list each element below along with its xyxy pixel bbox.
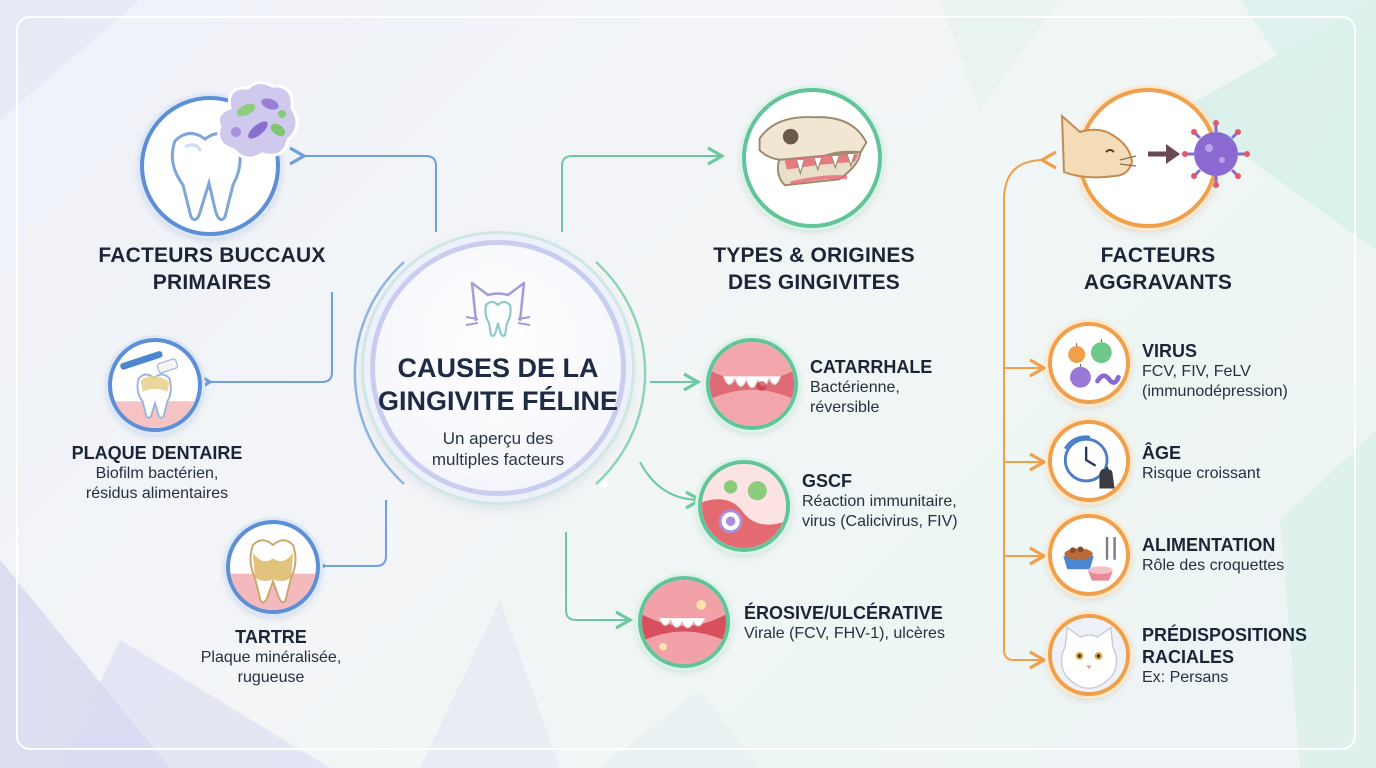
toothbrush-tooth-icon: [112, 351, 198, 428]
tartre-circle: [226, 520, 320, 614]
tartar-tooth-icon: [230, 539, 316, 610]
tartre-label: TARTRE Plaque minéralisée, rugueuse: [200, 627, 342, 686]
erosive-circle: [638, 576, 730, 668]
content-frame: [16, 16, 1356, 750]
age-circle: [1048, 420, 1130, 502]
center-hub: [370, 240, 626, 496]
gscf-label: GSCF Réaction immunitaire, virus (Calici…: [802, 471, 958, 530]
cat-skull-gums-icon: [758, 116, 868, 187]
immune-cells-icon: [702, 464, 786, 548]
tooth-with-bacteria-icon: [170, 132, 242, 222]
gscf-circle: [698, 460, 790, 552]
virus-circle: [1048, 322, 1130, 404]
virus-label: VIRUS FCV, FIV, FeLV (immunodépression): [1142, 341, 1288, 400]
catarrhale-label: CATARRHALE Bactérienne, réversible: [810, 357, 933, 416]
food-bowls-icon: [1063, 536, 1116, 581]
ulcerated-gums-icon: [642, 580, 726, 664]
oral-factors-heading: FACTEURS BUCCAUX PRIMAIRES: [98, 244, 326, 294]
center-text: CAUSES DE LA GINGIVITE FÉLINE Un aperçu …: [374, 352, 622, 470]
cat-tooth-icon: [465, 281, 531, 337]
alimentation-circle: [1048, 514, 1130, 596]
race-label: PRÉDISPOSITIONS RACIALES Ex: Persans: [1142, 625, 1308, 686]
center-title: CAUSES DE LA GINGIVITE FÉLINE: [377, 353, 619, 416]
middle-connectors: [561, 146, 726, 630]
cat-virus-icon: [1060, 113, 1250, 188]
plaque-label: PLAQUE DENTAIRE Biofilm bactérien, résid…: [71, 443, 243, 502]
right-connectors: [1003, 150, 1057, 670]
gingivitis-types-circle: [742, 88, 882, 228]
catarrhale-circle: [706, 338, 798, 430]
center-subtitle: Un aperçu des multiples facteurs: [431, 429, 565, 469]
erosive-label: ÉROSIVE/ULCÉRATIVE Virale (FCV, FHV-1), …: [744, 603, 945, 642]
bacteria-cloud-icon: [216, 81, 299, 160]
aggravating-factors-heading: FACTEURS AGGRAVANTS: [1083, 244, 1233, 294]
clock-cat-icon: [1063, 435, 1115, 489]
inflamed-gums-icon: [710, 342, 794, 426]
alimentation-label: ALIMENTATION Rôle des croquettes: [1142, 535, 1285, 574]
race-circle: [1048, 614, 1130, 696]
age-label: ÂGE Risque croissant: [1142, 443, 1261, 482]
gingivitis-types-heading: TYPES & ORIGINES DES GINGIVITES: [713, 244, 915, 294]
left-connectors: [195, 146, 437, 576]
persian-cat-icon: [1052, 618, 1126, 692]
plaque-circle: [108, 338, 202, 432]
virus-cluster-icon: [1068, 339, 1121, 388]
